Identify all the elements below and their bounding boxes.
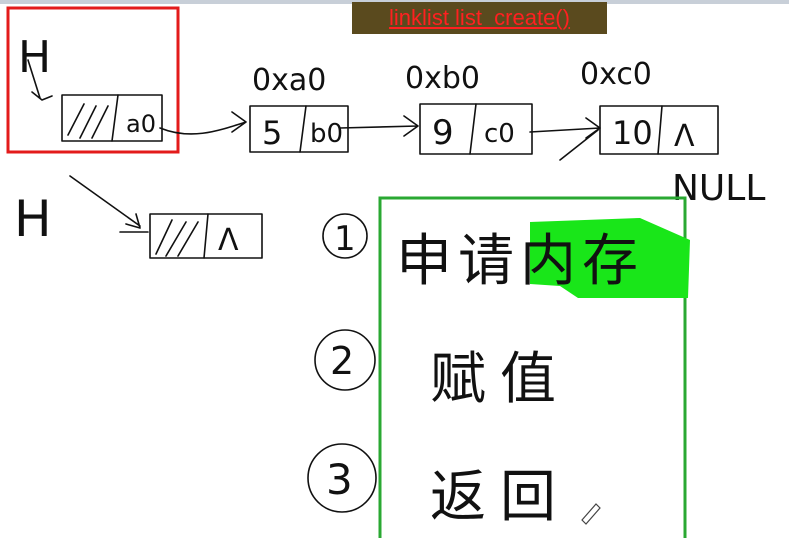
arrow-first-to-node1 xyxy=(159,111,247,135)
head-label-top: H xyxy=(18,32,51,83)
node-value: 9 xyxy=(432,113,454,153)
new-node-box xyxy=(149,213,263,259)
null-label: NULL xyxy=(672,168,765,209)
step-circle xyxy=(307,443,377,513)
first-node-divider xyxy=(111,94,119,142)
node-divider xyxy=(657,105,663,155)
node-value: 10 xyxy=(612,114,653,152)
step-text: 申请内存 xyxy=(396,229,644,294)
new-node-hatch xyxy=(155,219,199,257)
node-box xyxy=(599,105,719,155)
step-number: 3 xyxy=(326,455,353,504)
node-next: c0 xyxy=(484,119,515,149)
head-highlight-box xyxy=(6,6,180,154)
step-circle xyxy=(314,329,376,391)
step-number: 1 xyxy=(334,219,356,259)
head-arrow-new-node xyxy=(69,175,141,229)
steps-box xyxy=(378,196,687,538)
first-node-field: a0 xyxy=(126,110,156,138)
arrow-node2-to-node3 xyxy=(529,117,601,161)
node-box xyxy=(249,105,349,153)
step-circle xyxy=(322,213,368,259)
head-arrow-down xyxy=(27,59,53,101)
memory-highlight xyxy=(530,218,690,298)
arrow-node1-to-node2 xyxy=(339,115,419,137)
head-label-bottom: H xyxy=(14,190,52,248)
new-node-next: Λ xyxy=(218,223,239,258)
step-text: 返回 xyxy=(430,465,570,530)
node-divider xyxy=(469,103,477,155)
step-number: 2 xyxy=(330,339,354,383)
new-node-divider xyxy=(203,213,209,259)
address-label: 0xa0 xyxy=(252,63,326,98)
address-label: 0xc0 xyxy=(580,57,652,92)
pen-cursor-icon xyxy=(581,503,601,525)
node-divider xyxy=(299,105,307,153)
step-text: 赋值 xyxy=(430,347,570,412)
node-next: b0 xyxy=(310,119,343,149)
node-value: 5 xyxy=(262,114,282,152)
address-label: 0xb0 xyxy=(405,61,480,96)
node-next: Λ xyxy=(674,119,695,154)
first-node-hatch xyxy=(67,103,109,139)
title-banner: linklist list create() xyxy=(352,2,607,34)
